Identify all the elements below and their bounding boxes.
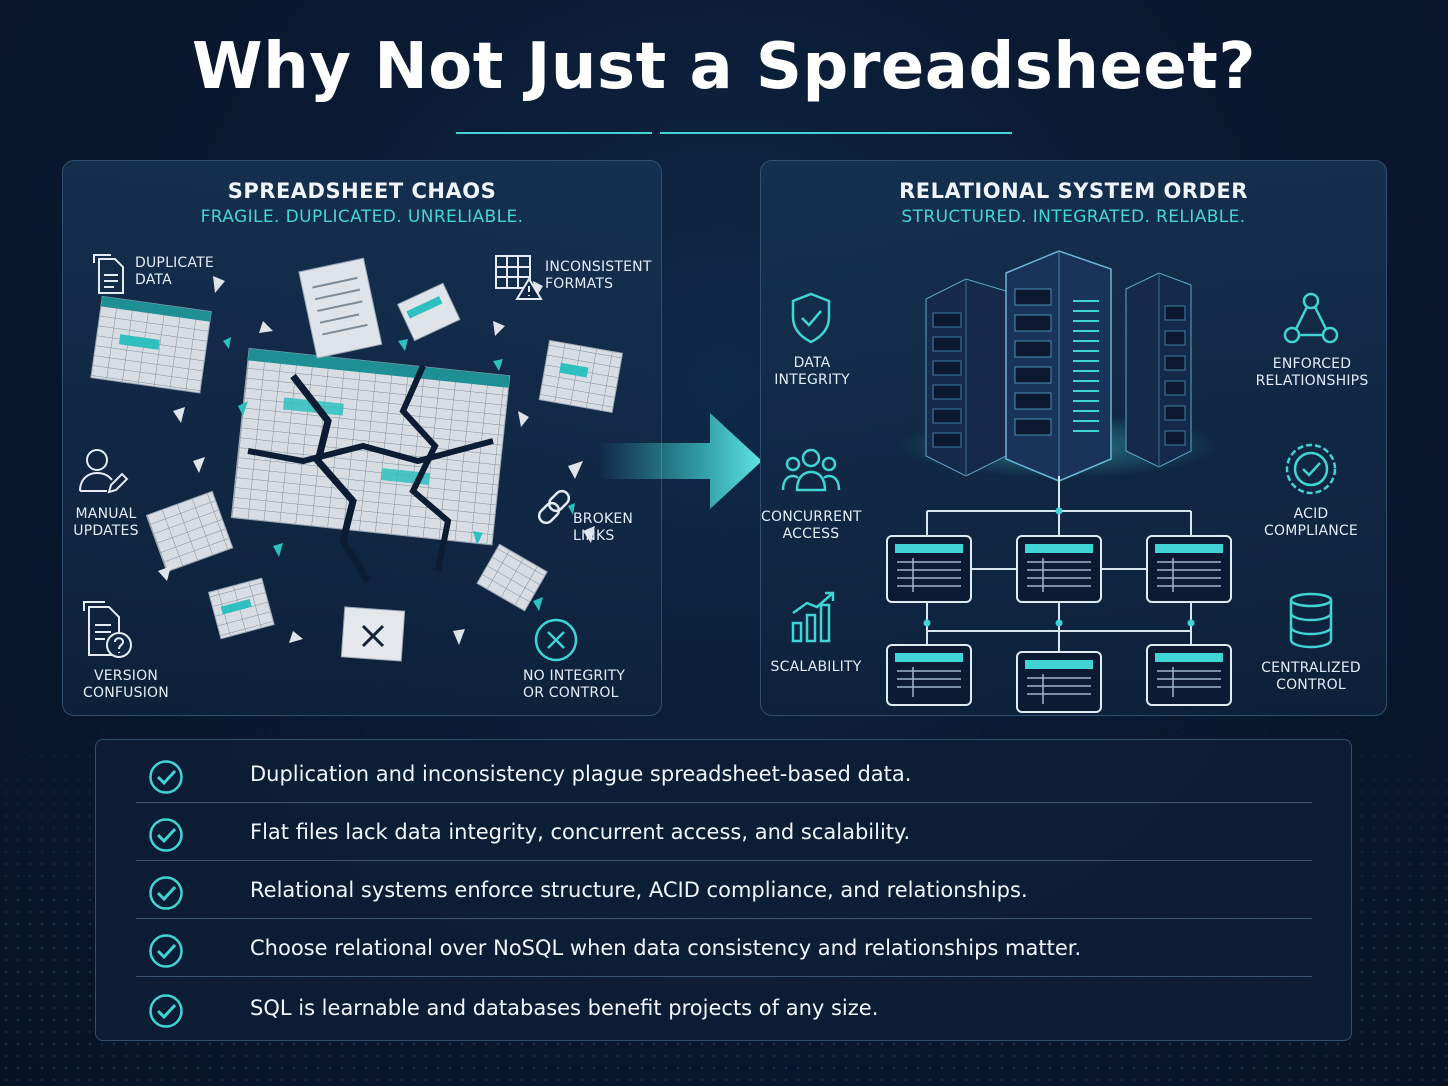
database-server-diagram bbox=[886, 250, 1232, 713]
summary-text: Choose relational over NoSQL when data c… bbox=[250, 936, 1082, 960]
summary-text: Flat files lack data integrity, concurre… bbox=[250, 820, 911, 844]
label-duplicate-data: DUPLICATE DATA bbox=[135, 255, 214, 288]
gear-check-icon bbox=[1285, 443, 1337, 495]
shattered-spreadsheet-illustration bbox=[90, 257, 624, 662]
title-underline-right bbox=[660, 132, 1012, 134]
label-concurrent-access: CONCURRENT ACCESS bbox=[761, 509, 862, 542]
label-no-integrity: NO INTEGRITY OR CONTROL bbox=[523, 668, 626, 701]
check-circle-icon bbox=[149, 934, 183, 968]
arrow-right-icon bbox=[600, 413, 762, 509]
network-nodes-icon bbox=[1283, 292, 1339, 344]
summary-text: Duplication and inconsistency plague spr… bbox=[250, 762, 912, 786]
document-icon bbox=[93, 254, 124, 294]
label-centralized-control: CENTRALIZED CONTROL bbox=[1261, 660, 1361, 693]
label-broken-links: BROKEN LINKS bbox=[573, 511, 634, 544]
relational-order-panel: RELATIONAL SYSTEM ORDER STRUCTURED. INTE… bbox=[760, 160, 1387, 716]
user-edit-icon bbox=[79, 449, 129, 494]
database-icon bbox=[1289, 592, 1333, 649]
server-rack-icon bbox=[925, 250, 1192, 482]
label-enforced-relationships: ENFORCED RELATIONSHIPS bbox=[1255, 356, 1369, 389]
label-version-confusion: VERSION CONFUSION bbox=[83, 668, 169, 701]
grid-warning-icon bbox=[495, 255, 543, 300]
left-panel-title: SPREADSHEET CHAOS bbox=[227, 179, 497, 203]
check-circle-icon bbox=[149, 876, 183, 910]
document-question-icon bbox=[83, 601, 132, 658]
shield-check-icon bbox=[791, 292, 831, 344]
list-item: SQL is learnable and databases benefit p… bbox=[136, 978, 1312, 1036]
check-circle-icon bbox=[149, 760, 183, 794]
right-panel-subtitle: STRUCTURED. INTEGRATED. RELIABLE. bbox=[901, 207, 1246, 227]
summary-list: Duplication and inconsistency plague spr… bbox=[95, 739, 1352, 1041]
users-icon bbox=[781, 448, 841, 492]
broken-link-icon bbox=[537, 489, 571, 525]
check-circle-icon bbox=[149, 818, 183, 852]
table-boxes bbox=[886, 535, 1232, 713]
list-item: Duplication and inconsistency plague spr… bbox=[136, 744, 1312, 803]
x-circle-icon bbox=[534, 618, 578, 662]
title-underline-left bbox=[456, 132, 652, 134]
label-inconsistent-formats: INCONSISTENT FORMATS bbox=[545, 259, 652, 292]
label-acid-compliance: ACID COMPLIANCE bbox=[1264, 506, 1358, 539]
check-circle-icon bbox=[149, 994, 183, 1028]
list-item: Choose relational over NoSQL when data c… bbox=[136, 918, 1312, 977]
list-item: Flat files lack data integrity, concurre… bbox=[136, 802, 1312, 861]
bar-chart-icon bbox=[791, 591, 835, 643]
label-manual-updates: MANUAL UPDATES bbox=[73, 506, 139, 539]
summary-text: SQL is learnable and databases benefit p… bbox=[250, 996, 879, 1020]
right-panel-title: RELATIONAL SYSTEM ORDER bbox=[899, 179, 1248, 203]
page-title: Why Not Just a Spreadsheet? bbox=[192, 30, 1256, 104]
label-data-integrity: DATA INTEGRITY bbox=[774, 355, 850, 388]
summary-text: Relational systems enforce structure, AC… bbox=[250, 878, 1028, 902]
list-item: Relational systems enforce structure, AC… bbox=[136, 860, 1312, 919]
left-panel-subtitle: FRAGILE. DUPLICATED. UNRELIABLE. bbox=[200, 207, 524, 227]
spreadsheet-chaos-panel: SPREADSHEET CHAOS FRAGILE. DUPLICATED. U… bbox=[62, 160, 662, 716]
label-scalability: SCALABILITY bbox=[770, 659, 862, 675]
